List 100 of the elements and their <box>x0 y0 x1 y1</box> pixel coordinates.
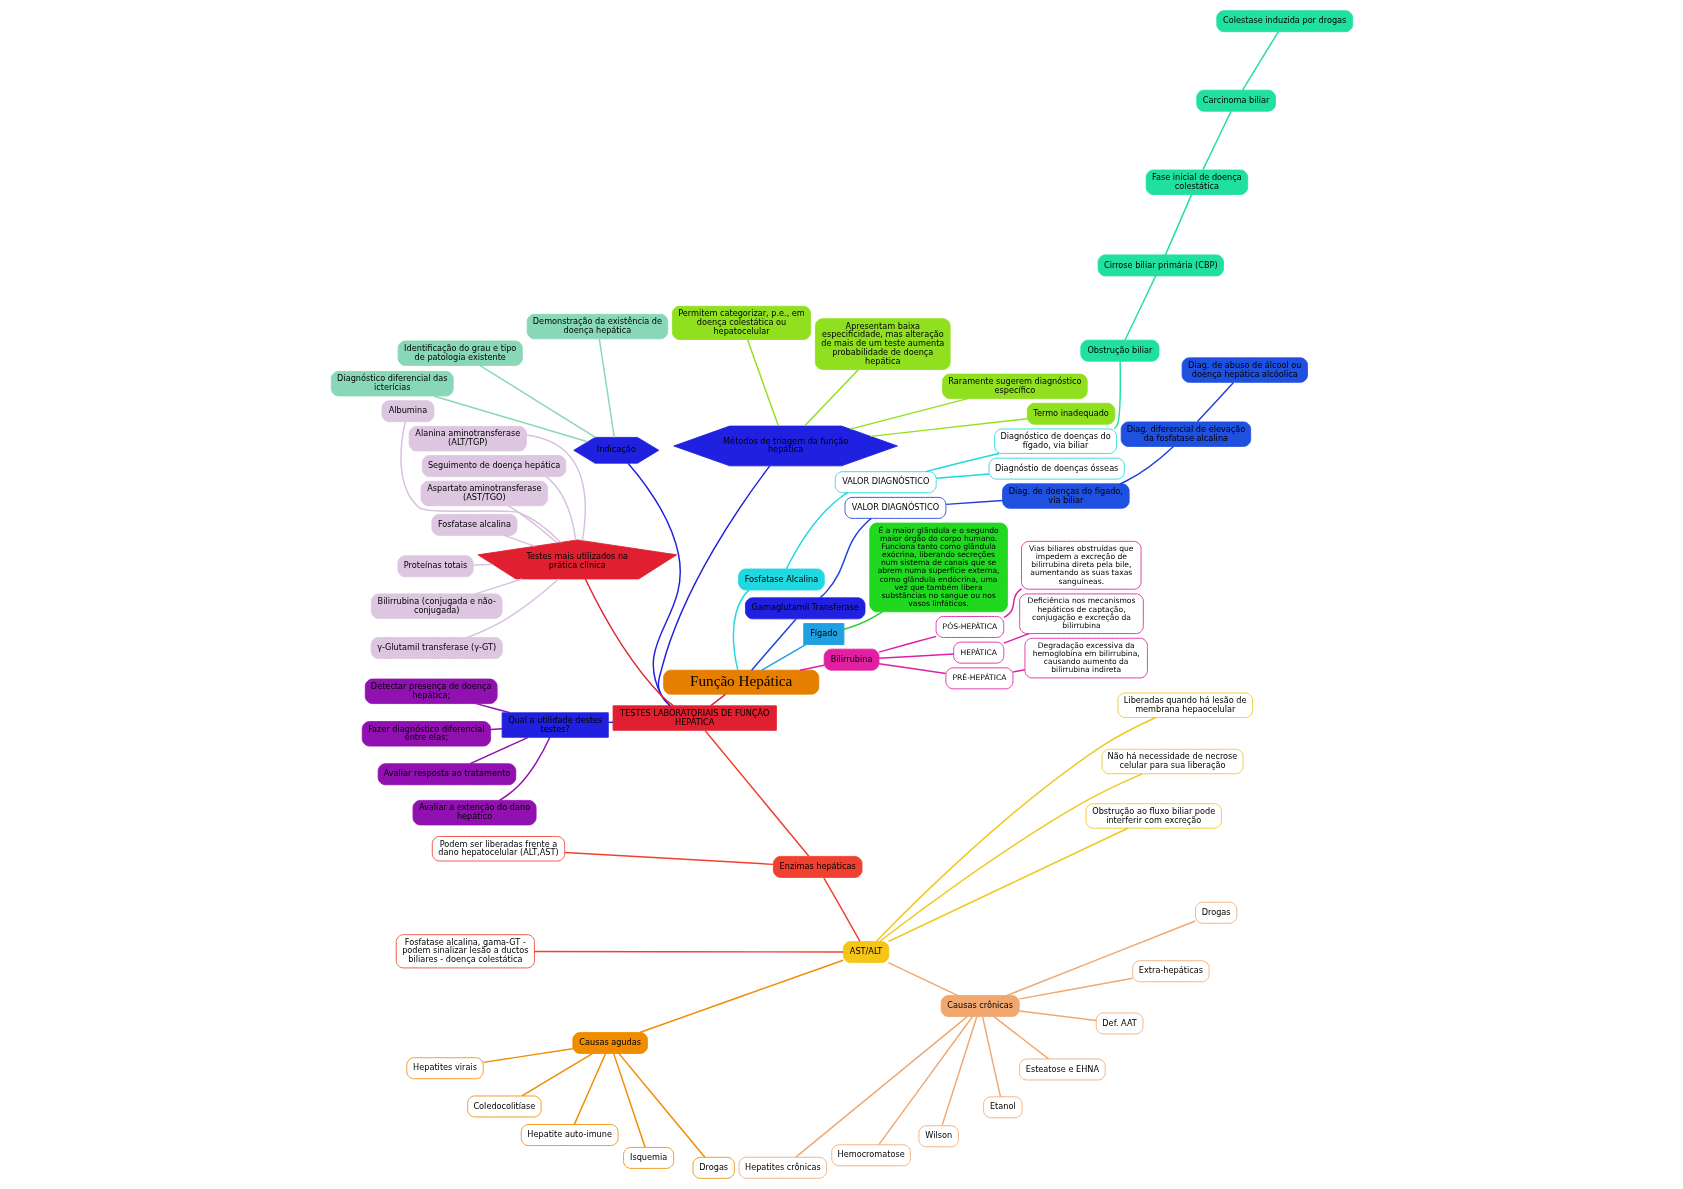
connector <box>584 578 674 707</box>
connector <box>878 773 1143 943</box>
node-box: Carcinoma biliar <box>1195 89 1276 112</box>
connector <box>869 417 1028 438</box>
connector <box>877 662 946 675</box>
node-box: Colestase induzida por drogas <box>1215 10 1353 33</box>
connector <box>732 589 750 671</box>
node-box: Diag. diferencial de elevação da fosfatase alcalina <box>1120 421 1251 447</box>
connector <box>533 950 844 953</box>
connector <box>607 721 614 724</box>
connector <box>887 827 1128 943</box>
connector <box>544 475 576 541</box>
connector <box>1196 381 1234 423</box>
connector <box>563 851 774 866</box>
node-box: Diagnóstico diferencial das icterícias <box>330 371 454 397</box>
connector <box>598 338 615 438</box>
node-box: Seguimento de doença hepática <box>421 455 566 477</box>
node-box: Causas agudas <box>571 1032 648 1054</box>
node-box: TESTES LABORATORIAIS DE FUNÇÃO HEPÁTICA <box>612 705 777 731</box>
node-box: Extra-hepáticas <box>1131 960 1210 983</box>
connector <box>466 578 559 639</box>
connector <box>849 397 968 430</box>
connector <box>1113 360 1121 430</box>
connector <box>1118 445 1174 485</box>
node-box: AST/ALT <box>842 941 889 963</box>
connector <box>478 364 596 439</box>
node-box: Alanina aminotransferase (ALT/TGP) <box>408 425 527 452</box>
connector <box>935 473 990 479</box>
node-box: Wilson <box>917 1125 959 1148</box>
connector <box>1201 110 1232 171</box>
connector <box>617 1052 706 1158</box>
node-box: Def. AAT <box>1095 1012 1143 1035</box>
connector <box>798 664 825 671</box>
node-box: Coledocolitíase <box>466 1095 542 1118</box>
connector <box>1011 669 1026 673</box>
node-box: Avaliar a extenção do dano hepático <box>412 799 536 826</box>
connector <box>1002 632 1030 644</box>
connector <box>472 563 493 566</box>
connector <box>703 729 810 857</box>
node-box: Função Hepática <box>662 669 819 695</box>
node-box: Fazer diagnóstico diferencial entre elas; <box>361 721 491 747</box>
node-box: Avaliar resposta ao tratamento <box>377 763 516 786</box>
connector <box>877 635 937 653</box>
node-box: Enzimas hepáticas <box>772 855 862 878</box>
node-box: Obstrução ao fluxo biliar pode interferir com excreção <box>1085 803 1222 829</box>
connector <box>468 736 529 765</box>
node-box: Diagnóstico de doenças do fígado, via biliar <box>993 428 1117 454</box>
connector <box>1005 920 1196 997</box>
connector <box>520 1052 593 1097</box>
node-box: Demonstração da existência de doença hepática <box>526 313 668 340</box>
node-box: Liberadas quando há lesão de membrana hepaocelular <box>1116 692 1253 718</box>
node-box: Fosfatase Alcalina <box>737 568 825 591</box>
connector <box>750 618 797 671</box>
node-box: Gamaglutamil Transferase <box>744 597 865 620</box>
connector <box>489 727 503 731</box>
node-box: Obstrução biliar <box>1079 339 1159 362</box>
connector <box>981 1016 1001 1098</box>
node-box: VALOR DIAGNÓSTICO <box>844 496 946 519</box>
node-box: Etanol <box>982 1096 1023 1119</box>
connector <box>482 1048 573 1064</box>
node-box: Fígado <box>802 623 844 645</box>
connector <box>612 1052 646 1149</box>
connector <box>573 1052 606 1126</box>
node-box: Identificação do grau e tipo de patologia existente <box>397 340 523 366</box>
node-box: Diagnóstio de doenças ósseas <box>988 457 1125 480</box>
connector <box>506 505 558 544</box>
node-box: VALOR DIAGNÓSTICO <box>834 471 937 494</box>
connector <box>877 653 954 659</box>
connector <box>760 643 806 671</box>
node-box: Cirrose biliar primária (CBP) <box>1097 254 1224 277</box>
connector <box>875 716 1157 943</box>
connector <box>1018 977 1133 1000</box>
connector <box>432 395 588 443</box>
node-box: Apresentam baixa especificidade, mas alteração de mais de um teste aumenta probabilidade de doença hepática <box>814 318 951 370</box>
node-box: Esteatose e EHNA <box>1018 1058 1106 1081</box>
connector <box>992 1015 1049 1060</box>
node-box: Bilirrubina (conjugada e não-conjugada) <box>370 593 502 619</box>
connector <box>924 452 1000 473</box>
node-box: Drogas <box>692 1156 735 1179</box>
node-box: Hepatite auto-imune <box>520 1124 618 1146</box>
connector <box>474 578 523 595</box>
connector <box>638 959 844 1034</box>
node-box: Isquemia <box>622 1146 674 1169</box>
connector <box>842 611 883 630</box>
connector <box>709 693 726 707</box>
node-box: Diag. de abuso de álcool ou doença hepática alcóolica <box>1181 357 1308 383</box>
connector <box>887 961 959 997</box>
node-box: Drogas <box>1194 901 1237 924</box>
connector <box>803 368 859 427</box>
node-box: Fase inicial de doença colestática <box>1145 169 1248 195</box>
node-box: Bilirrubina <box>823 648 879 671</box>
node-box: Não há necessidade de necrose celular para sua liberação <box>1101 748 1243 775</box>
node-box: Hepatites crônicas <box>738 1156 827 1179</box>
node-box: Permitem categorizar, p.e., em doença colestática ou hepatocelular <box>671 305 811 340</box>
node-box: Aspartato aminotransferase (AST/TGO) <box>420 480 548 507</box>
connector <box>822 876 861 943</box>
node-box: Detectar presença de doença hepática; <box>364 678 498 704</box>
connector <box>498 736 551 802</box>
node-box: Diag. de doenças do fígado, via biliar <box>1001 483 1130 509</box>
node-box: Podem ser liberadas frente a dano hepatocelular (ALT,AST) <box>431 836 565 862</box>
